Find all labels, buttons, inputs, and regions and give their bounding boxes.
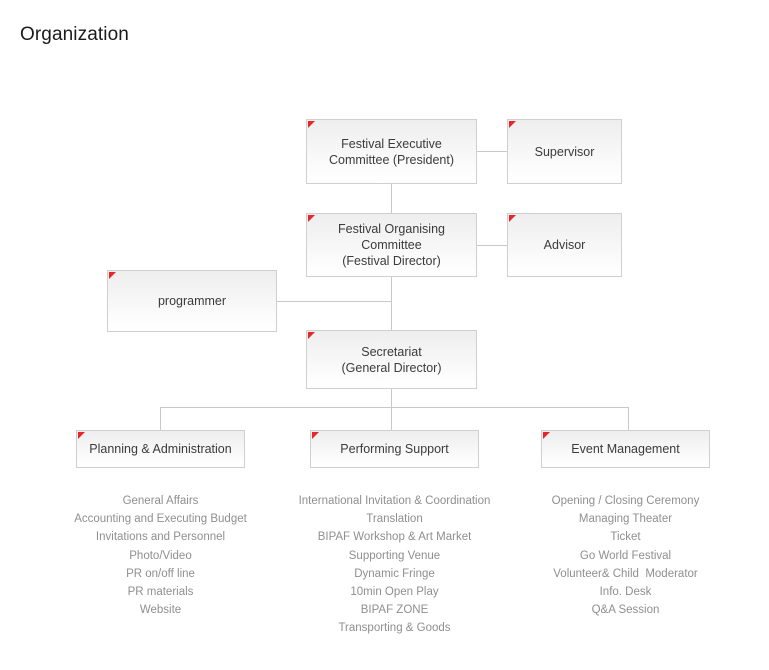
corner-flag-icon — [308, 215, 315, 222]
detail-item: Photo/Video — [129, 549, 192, 562]
distribution-bar — [160, 407, 629, 408]
node-festival-organising-committee[interactable]: Festival Organising Committee (Festival … — [306, 213, 477, 277]
detail-item: Transporting & Goods — [338, 622, 451, 635]
node-planning-administration[interactable]: Planning & Administration — [76, 430, 245, 468]
connector-organising-to-secretariat — [391, 277, 392, 330]
connector-executive-to-organising — [391, 184, 392, 213]
page-title: Organization — [20, 24, 129, 45]
connector-programmer-to-spine — [277, 301, 392, 302]
node-label: Festival Organising Committee (Festival … — [338, 222, 445, 268]
corner-flag-icon — [78, 432, 85, 439]
node-label: Planning & Administration — [89, 442, 232, 456]
detail-item: BIPAF ZONE — [360, 604, 429, 617]
detail-item: International Invitation & Coordination — [298, 495, 491, 507]
corner-flag-icon — [543, 432, 550, 439]
node-programmer[interactable]: programmer — [107, 270, 277, 332]
detail-item: PR on/off line — [126, 567, 195, 580]
node-secretariat[interactable]: Secretariat (General Director) — [306, 330, 477, 389]
detail-item: Invitations and Personnel — [95, 531, 226, 544]
node-advisor[interactable]: Advisor — [507, 213, 622, 277]
connector-secretariat-to-distribution — [391, 389, 392, 430]
node-label: Performing Support — [340, 442, 449, 456]
node-label: programmer — [157, 294, 227, 308]
node-label: Secretariat (General Director) — [341, 344, 442, 375]
node-supervisor[interactable]: Supervisor — [507, 119, 622, 184]
detail-item: Info. Desk — [599, 586, 652, 599]
node-label: Supervisor — [534, 144, 595, 159]
detail-item: Translation — [366, 513, 423, 526]
detail-item: General Affairs — [122, 495, 199, 507]
node-event-management[interactable]: Event Management — [541, 430, 710, 468]
detail-item: Go World Festival — [579, 549, 672, 562]
corner-flag-icon — [308, 332, 315, 339]
connector-to-planning-administration — [160, 407, 161, 430]
detail-item: Managing Theater — [578, 513, 673, 526]
detail-item: Website — [139, 604, 182, 617]
connector-organising-to-advisor — [477, 245, 507, 246]
corner-flag-icon — [509, 121, 516, 128]
corner-flag-icon — [308, 121, 315, 128]
node-label: Event Management — [571, 442, 680, 456]
corner-flag-icon — [509, 215, 516, 222]
node-performing-support[interactable]: Performing Support — [310, 430, 479, 468]
detail-item: Supporting Venue — [348, 549, 441, 562]
node-label: Festival Executive Committee (President) — [328, 136, 455, 167]
connector-to-event-management — [628, 407, 629, 430]
detail-item: Volunteer& Child Moderator — [553, 567, 698, 580]
node-label: Advisor — [543, 238, 586, 252]
corner-flag-icon — [109, 272, 116, 279]
connector-executive-to-supervisor — [477, 151, 507, 152]
detail-item: Dynamic Fringe — [354, 567, 435, 580]
detail-item: BIPAF Workshop & Art Market — [317, 531, 472, 544]
detail-item: 10min Open Play — [350, 586, 439, 599]
detail-item: Q&A Session — [591, 604, 660, 617]
corner-flag-icon — [312, 432, 319, 439]
detail-item: Opening / Closing Ceremony — [551, 495, 700, 507]
detail-item: PR materials — [127, 586, 194, 599]
detail-item: Accounting and Executing Budget — [74, 513, 247, 526]
node-festival-executive-committee[interactable]: Festival Executive Committee (President) — [306, 119, 477, 184]
detail-item: Ticket — [610, 531, 641, 544]
